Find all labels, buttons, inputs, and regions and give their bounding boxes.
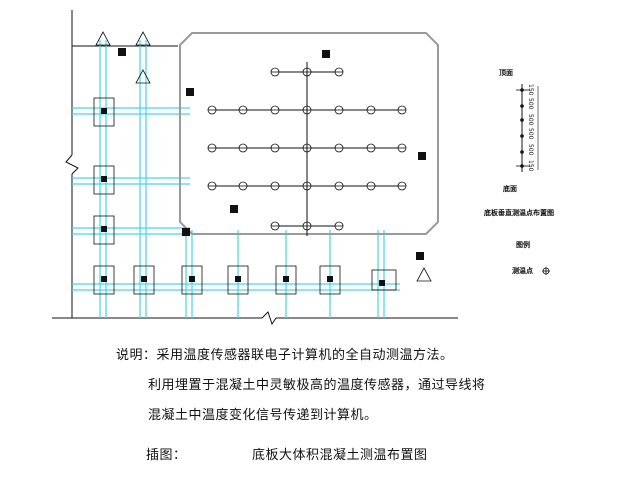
figure-title: 底板大体积混凝土测温布置图 — [252, 448, 428, 463]
legend-item-label: 测温点 — [512, 267, 533, 275]
legend-title: 图例 — [516, 241, 530, 249]
vertical-top-label: 顶面 — [499, 69, 513, 77]
note-line-2: 利用埋置于混凝土中灵敏极高的温度传感器，通过导线将 — [148, 378, 486, 393]
survey-triangle-icon — [416, 267, 432, 282]
sensor-block — [283, 276, 289, 282]
vertical-dimension-label: 150 — [527, 84, 534, 96]
sensor-block — [327, 276, 333, 282]
vertical-dimension-label: 500 — [527, 128, 534, 140]
corner-marker — [416, 252, 424, 260]
survey-triangle-markers — [95, 31, 432, 282]
corner-marker — [186, 88, 194, 96]
vertical-detail — [516, 84, 539, 172]
vertical-point-icon — [520, 134, 524, 138]
survey-triangle-icon — [95, 31, 111, 46]
legend-symbol-icon — [542, 267, 550, 275]
cooling-pipe-grid — [72, 40, 400, 318]
pile-cap-box — [93, 265, 115, 295]
vertical-point-icon — [520, 104, 524, 108]
sensor-block — [101, 176, 107, 182]
vertical-point-icon — [520, 150, 524, 154]
note-line-3: 混凝土中温度变化信号传递到计算机。 — [148, 408, 378, 423]
vertical-bottom-label: 底面 — [503, 185, 517, 193]
corner-markers — [118, 48, 426, 260]
pile-cap-box — [275, 265, 297, 295]
pile-cap-box — [93, 97, 115, 127]
sensor-block — [235, 276, 241, 282]
sensor-block — [379, 280, 385, 286]
pile-cap-box — [181, 265, 203, 295]
vertical-dimension-label: 500 — [527, 114, 534, 126]
survey-triangle-icon — [135, 69, 151, 84]
sensor-block — [101, 226, 107, 232]
drawing-border — [52, 10, 458, 326]
vertical-detail-title: 底板垂直测温点布置图 — [484, 209, 554, 217]
sensor-block — [189, 276, 195, 282]
pile-cap-box — [227, 265, 249, 295]
vertical-dimension-label: 500 — [527, 144, 534, 156]
corner-marker — [182, 228, 190, 236]
note-line-1: 说明：采用温度传感器联电子计算机的全自动测温方法。 — [116, 348, 454, 363]
survey-triangle-icon — [135, 31, 151, 46]
measuring-point-rows — [207, 62, 407, 236]
vertical-point-icon — [520, 88, 524, 92]
vertical-dimension-label: 150 — [527, 160, 534, 172]
corner-marker — [230, 205, 238, 213]
sensor-block — [101, 108, 107, 114]
vertical-dimension-label: 500 — [527, 98, 534, 110]
corner-marker — [418, 152, 426, 160]
vertical-point-icon — [520, 118, 524, 122]
slab-outline — [179, 32, 439, 235]
pile-cap-box — [93, 215, 115, 245]
pile-cap-box — [93, 165, 115, 195]
figure-label: 插图： — [146, 448, 187, 463]
pile-cap-box — [319, 265, 341, 295]
pile-cap-boxes — [93, 97, 397, 295]
sensor-block — [101, 276, 107, 282]
corner-marker — [118, 48, 126, 56]
pile-cap-box — [133, 265, 155, 295]
corner-marker — [322, 50, 330, 58]
pile-cap-box — [371, 269, 397, 291]
sensor-block — [141, 276, 147, 282]
vertical-point-icon — [520, 164, 524, 168]
